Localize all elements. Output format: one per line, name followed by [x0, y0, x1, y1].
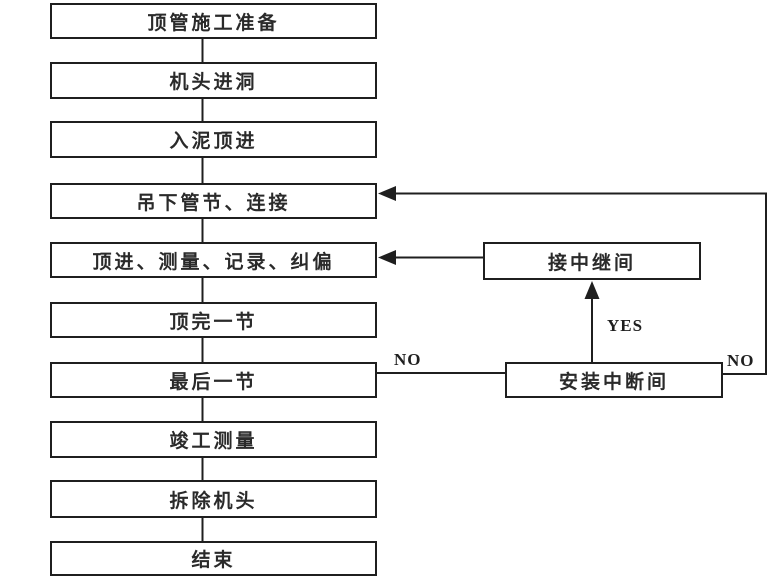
flow-box-completion-survey: 竣工测量 — [50, 421, 377, 458]
no-loop-back-arrowhead-icon — [378, 186, 396, 201]
flow-box-jack-measure-record-correct: 顶进、测量、记录、纠偏 — [50, 242, 377, 278]
edge-label-no-left: NO — [394, 350, 422, 369]
flow-box-install-interrupt-label: 安装中断间 — [558, 371, 669, 393]
flow-box-last-section-label: 最后一节 — [169, 371, 258, 393]
flow-box-connect-relay-label: 接中继间 — [547, 252, 636, 274]
flow-box-lower-pipe-connect-label: 吊下管节、连接 — [136, 192, 291, 214]
flow-box-lower-pipe-connect: 吊下管节、连接 — [50, 183, 377, 219]
flow-box-section-complete-label: 顶完一节 — [169, 311, 258, 333]
flow-box-remove-machine-head-label: 拆除机头 — [169, 490, 258, 512]
flow-box-last-section: 最后一节 — [50, 362, 377, 398]
flow-box-mud-jacking-label: 入泥顶进 — [169, 131, 258, 152]
relay-to-jacking-arrowhead-icon — [378, 250, 396, 265]
yes-arrowhead-icon — [584, 281, 600, 299]
flow-box-preparation-label: 顶管施工准备 — [147, 12, 280, 34]
flow-box-remove-machine-head: 拆除机头 — [50, 480, 377, 518]
flow-box-connect-relay: 接中继间 — [483, 242, 701, 280]
flow-box-mud-jacking: 入泥顶进 — [50, 121, 377, 158]
edge-label-no-right: NO — [727, 351, 755, 370]
flow-box-end-label: 结束 — [191, 550, 236, 571]
no-loop-back-connector — [396, 192, 767, 375]
flow-box-end: 结束 — [50, 541, 377, 576]
flow-box-completion-survey-label: 竣工测量 — [169, 431, 258, 452]
flow-box-machine-head-entry-label: 机头进洞 — [169, 72, 258, 93]
edge-label-yes: YES — [607, 316, 644, 335]
flow-box-machine-head-entry: 机头进洞 — [50, 62, 377, 99]
flow-box-install-interrupt: 安装中断间 — [505, 362, 723, 398]
flow-box-section-complete: 顶完一节 — [50, 302, 377, 338]
flow-box-jack-measure-record-correct-label: 顶进、测量、记录、纠偏 — [92, 251, 335, 273]
flow-box-preparation: 顶管施工准备 — [50, 3, 377, 39]
